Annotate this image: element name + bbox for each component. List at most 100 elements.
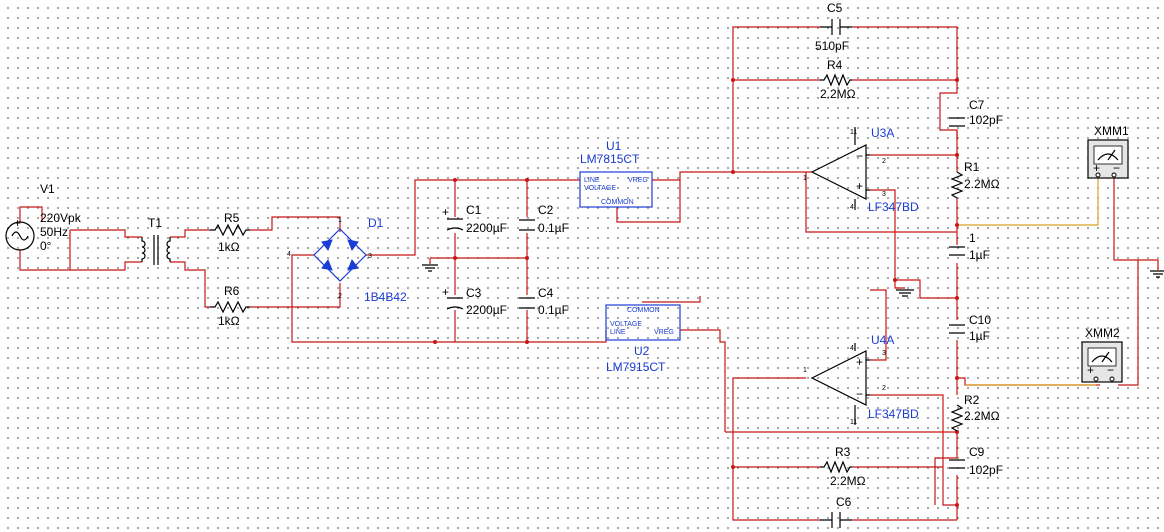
xmm2-ref: XMM2 [1085,326,1120,340]
r3-value: 2.2MΩ [830,474,866,488]
c10-ref: C10 [969,313,991,327]
resistor-r4[interactable]: R4 2.2MΩ [820,58,856,101]
svg-text:+: + [14,216,21,230]
u4a-ref: U4A [871,333,894,347]
c3-ref: C3 [466,286,482,300]
svg-text:+: + [442,205,449,219]
capacitor-c3[interactable]: + C3 2200µF [442,285,507,317]
c1-value: 2200µF [466,221,507,235]
ground-symbol-2 [896,289,914,297]
c10-value: 1µF [969,329,990,343]
c7-ref: C7 [969,98,985,112]
u1-ref: U1 [606,139,622,153]
c7-value: 102pF [969,113,1003,127]
svg-text:+: + [856,179,863,193]
regulator-u2[interactable]: COMMON VOLTAGE LINE VREG U2 LM7915CT [605,304,681,374]
r5-value: 1kΩ [218,240,240,254]
bridge-rectifier-d1[interactable]: 1 2 3 4 D1 1B4B42 [287,216,407,304]
wires [19,26,1159,521]
junctions [433,78,959,507]
c9-ref: C9 [969,445,985,459]
r4-ref: R4 [827,58,843,72]
u3a-pin-2: 2 [882,158,886,165]
u4a-part: LF347BD [868,407,919,421]
c2-value: 0.1µF [538,221,569,235]
c-1-ref: 1 [969,231,976,245]
c1-ref: C1 [466,203,482,217]
capacitor-c9[interactable]: C9 102pF [949,445,1003,477]
svg-text:+: + [1087,363,1094,377]
u1-vreg-pin: VREG [628,177,648,184]
opamp-u3a[interactable]: − + 1 2 3 4 11 U3A LF347BD [803,126,919,214]
u4a-pin-11: 11 [850,419,857,426]
c2-ref: C2 [538,203,554,217]
ground-symbol-3 [1150,270,1164,278]
c-1-value: 1µF [969,248,990,262]
capacitor-c7[interactable]: C7 102pF [949,98,1003,127]
u3a-pin-1: 1 [803,175,807,182]
r2-value: 2.2MΩ [964,409,1000,423]
d1-pin-1: 1 [338,217,342,224]
r3-ref: R3 [835,445,851,459]
t1-ref: T1 [148,216,162,230]
capacitor-c1[interactable]: + C1 2200µF [442,203,507,235]
u4a-pin-1: 1 [803,367,807,374]
v1-amplitude: 220Vpk [40,211,82,225]
u2-common-pin: COMMON [627,307,660,314]
u3a-pin-11: 11 [850,129,857,136]
v1-freq: 50Hz [40,225,68,239]
r6-ref: R6 [224,284,240,298]
resistor-r5[interactable]: R5 1kΩ [210,211,250,254]
d1-ref: D1 [368,216,384,230]
v1-phase: 0° [40,239,52,253]
opamp-u4a[interactable]: + − 1 3 2 4 11 U4A LF347BD [803,333,919,426]
regulator-u1[interactable]: LINE VREG VOLTAGE COMMON U1 LM7815CT [579,139,653,208]
multimeter-xmm1[interactable]: + − XMM1 [1087,124,1129,179]
c4-value: 0.1µF [538,303,569,317]
v1-ref: V1 [40,182,55,196]
capacitor-c5[interactable]: C5 510pF [815,1,852,53]
c6-ref: C6 [836,495,852,509]
d1-pin-4: 4 [287,251,291,258]
c4-ref: C4 [538,286,554,300]
transformer-t1[interactable]: T1 [141,216,171,265]
ground-symbol-1 [422,264,438,272]
svg-text:−: − [1113,161,1120,175]
resistor-r6[interactable]: R6 1kΩ [210,284,250,328]
ac-source-v1[interactable]: + V1 220Vpk 50Hz 0° [5,182,82,253]
c5-value: 510pF [815,39,849,53]
capacitor-c2[interactable]: C2 0.1µF [519,203,569,235]
multimeter-xmm2[interactable]: + − XMM2 [1081,326,1123,383]
d1-part: 1B4B42 [364,290,407,304]
resistor-r3[interactable]: R3 2.2MΩ [820,445,866,488]
u3a-pin-4: 4 [850,204,854,211]
u4a-pin-4: 4 [850,345,854,352]
u3a-part: LF347BD [868,200,919,214]
u1-line-pin: LINE [584,177,600,184]
u3a-ref: U3A [871,126,894,140]
d1-pin-2: 2 [338,293,342,300]
r1-ref: R1 [964,160,980,174]
u1-voltage-label: VOLTAGE [584,185,616,192]
r4-value: 2.2MΩ [820,87,856,101]
u4a-pin-3: 3 [882,350,886,357]
svg-text:+: + [856,355,863,369]
u2-vreg-pin: VREG [654,329,674,336]
resistor-r1[interactable]: R1 2.2MΩ [950,160,1000,199]
xmm1-ref: XMM1 [1094,124,1129,138]
meter-wires [957,178,1099,386]
capacitor-c-1[interactable]: 1 1µF [949,231,990,262]
capacitor-c4[interactable]: C4 0.1µF [519,286,569,317]
capacitor-c6[interactable]: C6 [820,495,852,528]
resistor-r2[interactable]: R2 2.2MΩ [950,393,1000,432]
svg-text:−: − [856,149,863,163]
c9-value: 102pF [969,463,1003,477]
capacitor-c10[interactable]: C10 1µF [949,313,991,343]
r5-ref: R5 [224,211,240,225]
u1-part: LM7815CT [580,152,640,166]
u2-part: LM7915CT [606,360,666,374]
u2-line-pin: LINE [610,329,626,336]
u2-voltage-label: VOLTAGE [610,321,642,328]
u3a-pin-3: 3 [882,191,886,198]
